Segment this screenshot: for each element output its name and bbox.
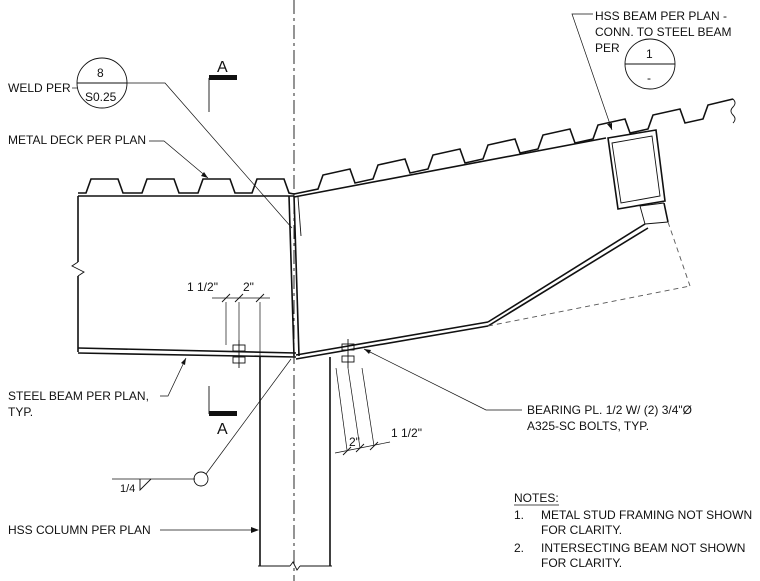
bearing-plate-callout: BEARING PL. 1/2 W/ (2) 3/4"Ø A325-SC BOL… [363, 348, 692, 433]
steel-beam-left [71, 196, 297, 358]
bolt-right [341, 339, 355, 368]
metal-deck-right [293, 98, 736, 198]
weld-detail-number: 8 [97, 66, 104, 80]
hss-beam-line3: PER [595, 41, 620, 55]
bearing-line2: A325-SC BOLTS, TYP. [527, 419, 649, 433]
hss-detail-sheet: - [647, 71, 651, 85]
note-1-line2: FOR CLARITY. [541, 523, 622, 537]
section-mark-top: A [208, 59, 237, 112]
metal-deck-callout: METAL DECK PER PLAN [8, 133, 209, 179]
hss-beam-section [607, 129, 666, 210]
metal-deck-label: METAL DECK PER PLAN [8, 133, 146, 147]
weld-per-label: WELD PER [8, 81, 71, 95]
hss-beam-line2: CONN. TO STEEL BEAM [595, 25, 731, 39]
hss-detail-number: 1 [646, 47, 653, 61]
weld-symbol-callout: 1/4 [112, 358, 292, 495]
weld-size-label: 1/4 [120, 483, 135, 495]
note-2-line1: INTERSECTING BEAM NOT SHOWN [541, 541, 745, 555]
notes-block: NOTES: 1. METAL STUD FRAMING NOT SHOWN F… [514, 491, 752, 570]
note-1-line1: METAL STUD FRAMING NOT SHOWN [541, 508, 752, 522]
steel-beam-line2: TYP. [8, 405, 33, 419]
notes-heading: NOTES: [514, 491, 559, 505]
connection-plate [288, 195, 302, 357]
weld-detail-sheet: S0.25 [85, 90, 117, 104]
steel-beam-line1: STEEL BEAM PER PLAN, [8, 389, 149, 403]
hss-column-label: HSS COLUMN PER PLAN [8, 523, 151, 537]
dim-right-edge: 1 1/2" [391, 426, 422, 440]
bolt-left [232, 340, 246, 368]
hss-column [258, 357, 332, 571]
metal-deck-left [78, 178, 295, 197]
bearing-line1: BEARING PL. 1/2 W/ (2) 3/4"Ø [527, 403, 692, 417]
dim-left-edge: 1 1/2" [187, 280, 218, 294]
note-1-number: 1. [514, 508, 524, 522]
steel-beam-right [295, 202, 691, 360]
weld-callout: WELD PER 8 S0.25 [8, 57, 293, 229]
dimension-left [212, 293, 270, 357]
dimension-right [334, 367, 391, 456]
hss-column-callout: HSS COLUMN PER PLAN [8, 523, 259, 537]
hss-beam-line1: HSS BEAM PER PLAN - [595, 9, 727, 23]
section-mark-bottom: A [208, 386, 237, 438]
hss-beam-callout: HSS BEAM PER PLAN - CONN. TO STEEL BEAM … [571, 9, 731, 131]
dim-right-spacing: 2" [349, 435, 360, 449]
note-2-number: 2. [514, 541, 524, 555]
section-mark-bottom-label: A [217, 421, 228, 438]
section-mark-top-label: A [217, 59, 228, 76]
dim-left-spacing: 2" [243, 280, 254, 294]
steel-beam-callout: STEEL BEAM PER PLAN, TYP. [8, 357, 187, 419]
note-2-line2: FOR CLARITY. [541, 556, 622, 570]
